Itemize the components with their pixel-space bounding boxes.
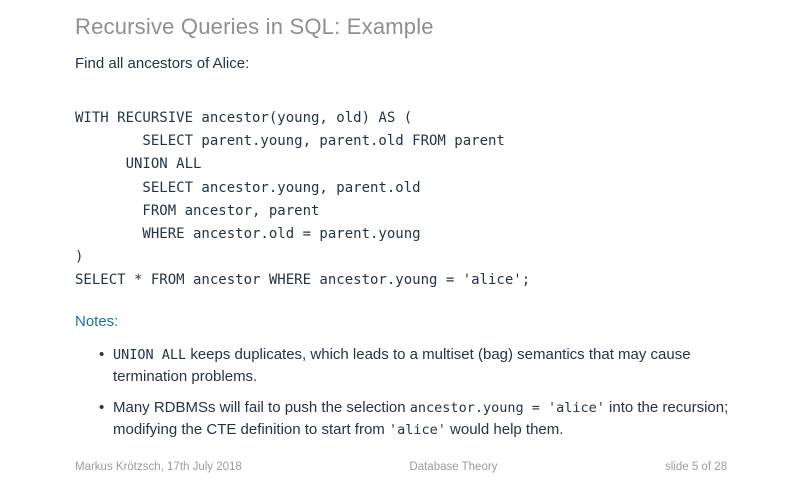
footer-author-date: Markus Krötzsch, 17th July 2018 (75, 461, 242, 473)
inline-code: UNION ALL (113, 347, 187, 363)
note-text-segment: would help them. (445, 421, 564, 438)
list-item: • Many RDBMSs will fail to push the sele… (99, 397, 729, 441)
footer-course-title: Database Theory (409, 461, 498, 473)
sql-code-block: WITH RECURSIVE ancestor(young, old) AS (… (75, 110, 531, 289)
inline-code: 'alice' (388, 422, 446, 438)
note-text: Many RDBMSs will fail to push the select… (113, 397, 729, 441)
note-text-segment: into the recursion; modifying the CTE de… (113, 399, 729, 438)
page-title: Recursive Queries in SQL: Example (75, 14, 434, 39)
notes-list: • UNION ALL keeps duplicates, which lead… (99, 344, 729, 450)
note-text-segment: keeps duplicates, which leads to a multi… (113, 346, 691, 385)
inline-code: ancestor.young = 'alice' (409, 400, 605, 416)
bullet-icon: • (99, 346, 105, 363)
footer-slide-number: slide 5 of 28 (664, 461, 727, 473)
slide-footer: Markus Krötzsch, 17th July 2018 Database… (75, 461, 727, 473)
list-item: • UNION ALL keeps duplicates, which lead… (99, 344, 729, 388)
notes-label: Notes: (75, 313, 119, 330)
bullet-icon: • (99, 399, 105, 416)
note-text: UNION ALL keeps duplicates, which leads … (113, 344, 729, 388)
intro-text: Find all ancestors of Alice: (75, 55, 250, 72)
note-text-segment: Many RDBMSs will fail to push the select… (113, 399, 410, 416)
